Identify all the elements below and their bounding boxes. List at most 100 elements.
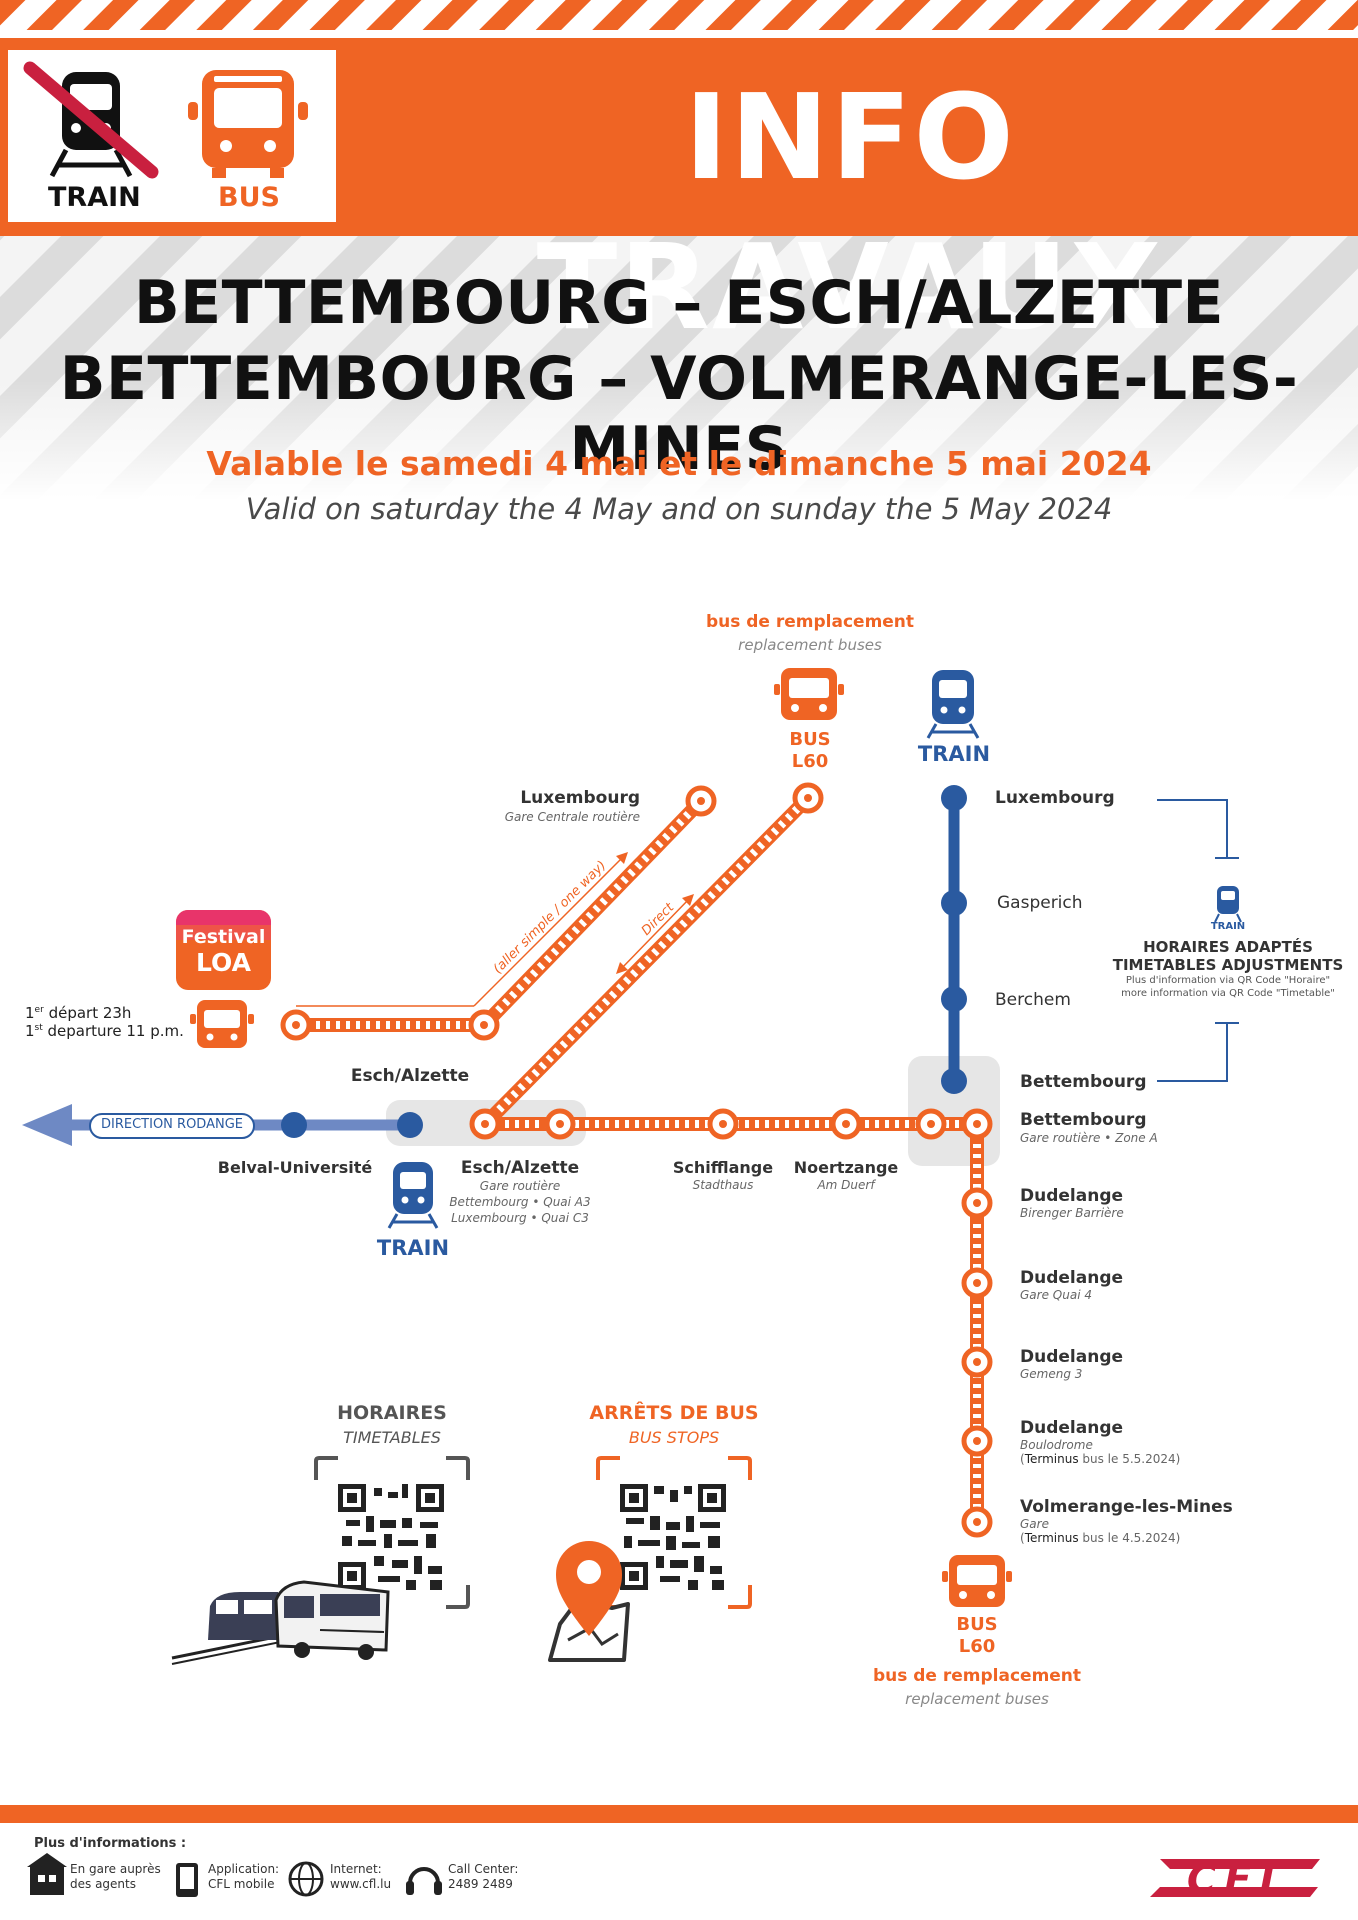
direction-arrow-head <box>22 1104 72 1146</box>
top-train-label: TRAIN <box>917 742 991 766</box>
south-stop-2-name: Dudelange <box>1020 1268 1124 1288</box>
bottom-bus-label-en: replacement buses <box>905 1690 1049 1708</box>
noertzange-name: Noertzange <box>793 1158 899 1177</box>
direct-guide-line <box>619 897 691 971</box>
bottom-bus-icon <box>942 1555 1012 1607</box>
header-graphic <box>0 0 1358 500</box>
south-stop-5-sub: Gare <box>1020 1517 1049 1531</box>
station-esch <box>397 1112 423 1138</box>
esch-bus-sub2: Bettembourg • Quai A3 <box>449 1195 591 1209</box>
adjust-title-en: TIMETABLES ADJUSTMENTS <box>1112 956 1344 974</box>
oneway-arrow <box>616 852 628 864</box>
qr-code-busstops <box>620 1484 726 1590</box>
footer-item-app: Application: CFL mobile <box>208 1862 280 1891</box>
station-belval <box>281 1112 307 1138</box>
esch-top-label: Esch/Alzette <box>350 1066 470 1086</box>
network-map <box>22 668 1242 1665</box>
south-stop-5: Volmerange-les-Mines Gare (Terminus bus … <box>1020 1497 1233 1545</box>
validity-fr: Valable le samedi 4 mai et le dimanche 5… <box>206 444 1152 483</box>
south-stop-4-note: (Terminus bus le 5.5.2024) <box>1020 1452 1181 1466</box>
map-pin-icon <box>548 1541 630 1662</box>
south-stop-4: Dudelange Boulodrome (Terminus bus le 5.… <box>1020 1418 1180 1466</box>
south-stop-4-sub: Boulodrome <box>1020 1438 1093 1452</box>
top-train-icon <box>926 670 980 739</box>
south-stop-5-name: Volmerange-les-Mines <box>1020 1497 1233 1517</box>
adjust-bracket-bottom <box>1157 1022 1239 1082</box>
footer-item-internet[interactable]: Internet: www.cfl.lu <box>330 1862 392 1891</box>
adjust-info-fr: Plus d'information via QR Code "Horaire" <box>1125 975 1331 986</box>
station-luxembourg <box>941 785 967 811</box>
cfl-logo <box>1150 1859 1320 1897</box>
footer-item-station: En gare auprès des agents <box>70 1862 161 1891</box>
bottom-bus-line-1: BUS <box>956 1614 998 1635</box>
direction-rodange-label: DIRECTION RODANGE <box>101 1117 243 1132</box>
station-label-luxembourg: Luxembourg <box>995 788 1115 808</box>
schifflange-name: Schifflange <box>672 1158 774 1177</box>
bottom-bus-line-2: L60 <box>958 1636 996 1657</box>
station-gasperich <box>941 890 967 916</box>
esch-train-icon <box>387 1162 439 1229</box>
esch-bus-sub3: Luxembourg • Quai C3 <box>451 1211 589 1225</box>
cfl-logo-text: CFL <box>1186 1857 1294 1903</box>
validity-en: Valid on saturday the 4 May and on sunda… <box>245 492 1113 526</box>
south-stop-2: Dudelange Gare Quai 4 <box>1020 1268 1123 1302</box>
luxembourg-bus-sub: Gare Centrale routière <box>504 810 640 824</box>
south-stop-1: Dudelange Birenger Barrière <box>1020 1186 1124 1220</box>
qr-busstops-title: ARRÊTS DE BUS <box>589 1402 759 1424</box>
noertzange-sub: Am Duerf <box>817 1178 875 1192</box>
bettembourg-bus-name: Bettembourg <box>1020 1110 1147 1130</box>
train-bus-illustration-icon <box>171 1580 390 1665</box>
footer-more-info: Plus d'informations : <box>34 1836 187 1851</box>
bettembourg-bus-sub: Gare routière • Zone A <box>1020 1131 1158 1145</box>
station-label-berchem: Berchem <box>995 990 1071 1010</box>
festival-name: Festival <box>181 926 266 948</box>
footer-item-callcenter: Call Center: 2489 2489 <box>448 1862 519 1891</box>
direction-rodange-pill <box>89 1113 255 1139</box>
festival-departure-en: 1st departure 11 p.m. <box>25 1022 184 1040</box>
esch-bus-name: Esch/Alzette <box>460 1158 580 1178</box>
route-title-2: BETTEMBOURG – VOLMERANGE-LES-MINES <box>59 344 1299 484</box>
route-title-1: BETTEMBOURG – ESCH/ALZETTE <box>133 268 1225 338</box>
schifflange-sub: Stadthaus <box>692 1178 754 1192</box>
south-stop-4-name: Dudelange <box>1020 1418 1124 1438</box>
station-label-bettembourg: Bettembourg <box>1020 1072 1147 1092</box>
qr-timetable-title: HORAIRES <box>337 1402 447 1424</box>
footer-graphic <box>0 1805 1358 1920</box>
esch-train-label: TRAIN <box>376 1236 450 1260</box>
luxembourg-bus-name: Luxembourg <box>520 788 640 808</box>
adjust-train-icon <box>1214 886 1242 923</box>
bus-icon <box>188 70 308 178</box>
qr-timetable-subtitle: TIMETABLES <box>343 1428 441 1447</box>
phone-icon <box>176 1863 198 1897</box>
top-bus-label-en: replacement buses <box>738 636 882 654</box>
adjust-info-en: more information via QR Code "Timetable" <box>1121 988 1335 999</box>
south-stop-2-sub: Gare Quai 4 <box>1020 1288 1092 1302</box>
adjust-bracket-top <box>1157 799 1239 859</box>
top-bus-line-1: BUS <box>789 729 831 750</box>
qr-busstops-subtitle: BUS STOPS <box>628 1428 720 1447</box>
festival-bus-icon <box>190 1000 254 1048</box>
top-bus-line-2: L60 <box>791 751 829 772</box>
banner-title: INFO TRAVAUX <box>536 68 1164 356</box>
south-stop-1-sub: Birenger Barrière <box>1020 1206 1124 1220</box>
station-label-gasperich: Gasperich <box>997 893 1083 913</box>
headset-icon <box>406 1867 442 1895</box>
south-stop-3-sub: Gemeng 3 <box>1020 1367 1083 1381</box>
bottom-bus-label-fr: bus de remplacement <box>872 1666 1082 1686</box>
south-stop-5-note: (Terminus bus le 4.5.2024) <box>1020 1531 1181 1545</box>
south-stop-1-name: Dudelange <box>1020 1186 1124 1206</box>
esch-bus-sub1: Gare routière <box>479 1179 561 1193</box>
top-bus-icon <box>774 668 844 720</box>
top-bus-label-fr: bus de remplacement <box>705 612 915 632</box>
belval-label: Belval-Université <box>217 1158 373 1177</box>
adjust-train-label: TRAIN <box>1210 921 1246 932</box>
train-crossed-icon <box>23 61 159 179</box>
mode-bus-label: BUS <box>218 182 280 213</box>
station-icon <box>27 1853 67 1895</box>
south-stop-3: Dudelange Gemeng 3 <box>1020 1347 1123 1381</box>
station-berchem <box>941 986 967 1012</box>
mode-train-label: TRAIN <box>48 182 141 213</box>
festival-departure-fr: 1er départ 23h <box>25 1004 132 1022</box>
festival-loa: LOA <box>196 948 251 977</box>
station-bettembourg <box>941 1068 967 1094</box>
